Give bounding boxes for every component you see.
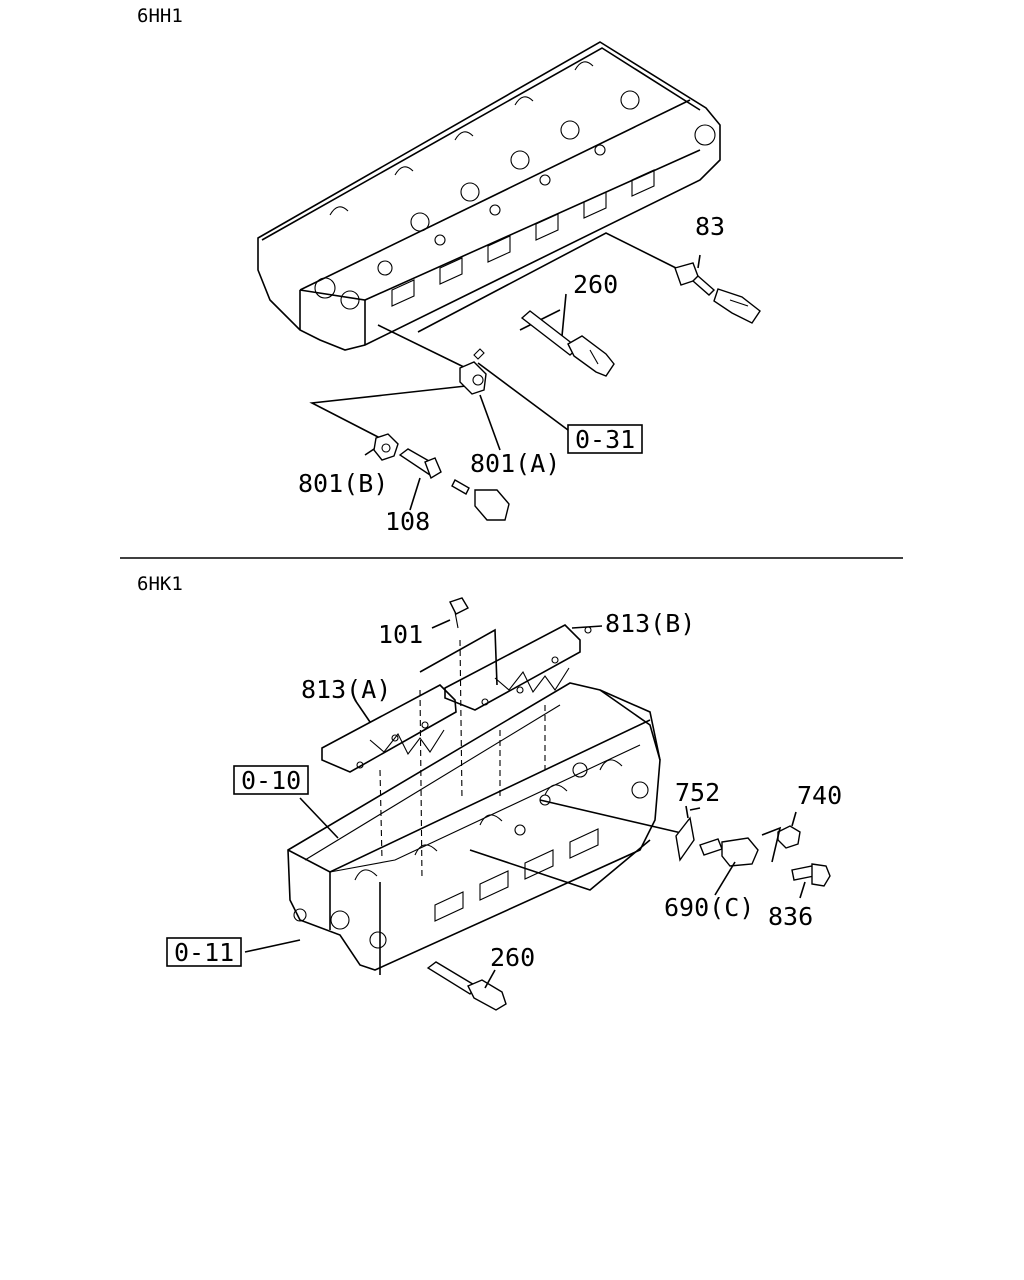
part-813b-harness	[444, 624, 592, 711]
part-801a-fitting	[459, 348, 487, 395]
callout-101: 101	[378, 620, 423, 649]
callout-752: 752	[675, 778, 720, 807]
part-836-bolt	[791, 863, 831, 899]
part-801b-fitting	[373, 433, 399, 461]
part-813a-harness	[321, 684, 457, 773]
callout-83: 83	[695, 212, 725, 241]
callout-813a: 813(A)	[301, 675, 391, 704]
section-label-6hk1: 6HK1	[137, 573, 183, 595]
callout-801a: 801(A)	[470, 449, 560, 478]
ref-0-11: 0-11	[174, 938, 234, 967]
part-690c-sensor	[699, 837, 759, 896]
part-260-sensor-bottom	[426, 961, 507, 1011]
callout-260-top: 260	[573, 270, 618, 299]
callout-836: 836	[768, 902, 813, 931]
callout-801b: 801(B)	[298, 469, 388, 498]
callout-690c: 690(C)	[664, 893, 754, 922]
cylinder-head-6hh1	[257, 41, 721, 351]
leader-lines-top	[309, 232, 701, 511]
ref-box-0-10	[233, 765, 309, 795]
locator-lines-bottom	[379, 628, 691, 891]
part-740-nut	[761, 811, 801, 863]
callout-108: 108	[385, 507, 430, 536]
callout-813b: 813(B)	[605, 609, 695, 638]
part-752-gasket	[675, 807, 701, 862]
section-label-6hh1: 6HH1	[137, 5, 183, 27]
ref-0-31: 0-31	[575, 425, 635, 454]
callout-260-bottom: 260	[490, 943, 535, 972]
cylinder-head-6hk1	[287, 682, 661, 975]
ref-box-0-31	[567, 424, 643, 454]
part-260-sensor	[520, 310, 615, 377]
part-83-sensor	[674, 262, 761, 324]
leader-lines-bottom	[244, 625, 689, 953]
ref-box-0-11	[166, 937, 242, 967]
ref-0-10: 0-10	[241, 766, 301, 795]
callout-740: 740	[797, 781, 842, 810]
part-108-sensor	[398, 448, 510, 521]
part-101-bolt	[431, 597, 469, 629]
